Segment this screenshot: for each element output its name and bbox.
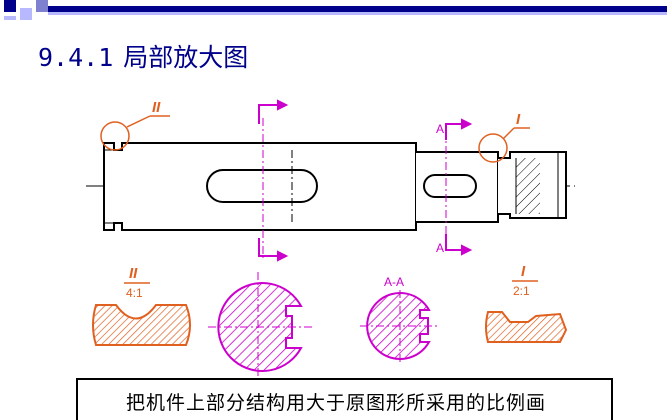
cut-arrow-A-bottom — [445, 234, 473, 256]
detail-II-label: II — [152, 99, 161, 116]
detail-II-view — [92, 304, 191, 346]
detail-I-leader — [502, 127, 515, 140]
detail-II-leader — [126, 115, 151, 128]
cut-arrow-top-left — [258, 99, 289, 124]
caption-text: 把机件上部分结构用大于原图形所采用的比例画 — [126, 392, 547, 414]
cut-label-A-bottom: A — [436, 241, 444, 255]
section-title: 局部放大图 — [123, 43, 249, 72]
detail-II-view-label: II — [129, 265, 138, 282]
header-decoration — [0, 0, 380, 20]
detail-I-view — [485, 311, 568, 343]
section-AA-label: A-A — [384, 275, 404, 289]
decor-square — [4, 0, 16, 12]
cut-arrow-A-top — [445, 118, 473, 140]
header-bar — [48, 6, 667, 12]
cut-label-A-top: A — [436, 122, 444, 136]
cut-arrow-bottom-left — [258, 238, 289, 262]
page-title: 9.4.1 局部放大图 — [38, 38, 248, 74]
detail-II-circle — [100, 121, 130, 151]
detail-I-view-label: I — [521, 263, 526, 280]
detail-I-circle — [478, 133, 508, 163]
decor-square — [36, 0, 48, 12]
decor-square — [4, 16, 16, 20]
detail-II-scale: 4:1 — [126, 286, 143, 300]
section-number: 9.4.1 — [38, 43, 114, 72]
shaft-body — [103, 142, 567, 231]
section-view-main — [208, 272, 312, 381]
shaft-drawing: A A II I II 4:1 A-A I 2:1 — [86, 99, 575, 381]
detail-I-scale: 2:1 — [513, 284, 530, 298]
end-hatch — [516, 158, 540, 214]
detail-I-label: I — [516, 111, 521, 128]
header-bar-light — [48, 12, 667, 15]
section-view-AA — [360, 290, 440, 362]
caption-box: 把机件上部分结构用大于原图形所采用的比例画 — [76, 378, 613, 420]
decor-square — [20, 8, 32, 20]
